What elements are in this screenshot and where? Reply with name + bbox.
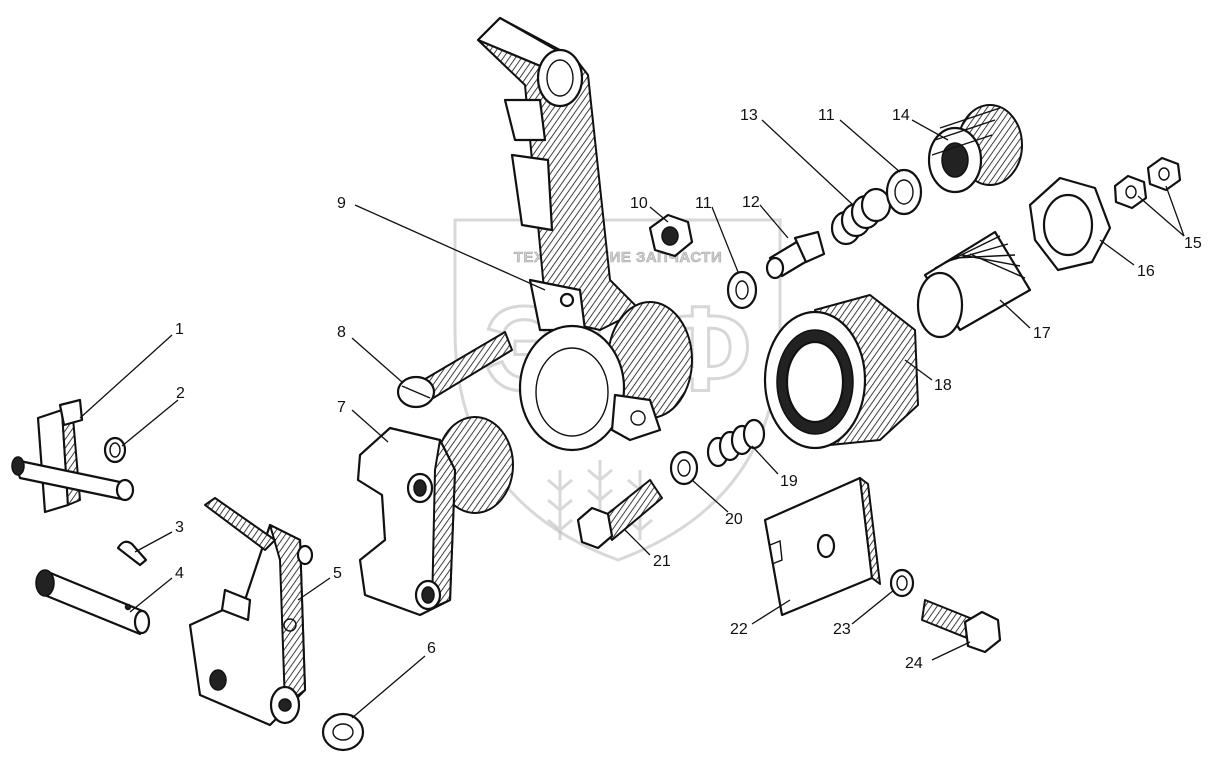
part-13-spring <box>830 187 892 246</box>
part-8-screw <box>396 331 513 409</box>
callout-12: 12 <box>742 194 760 211</box>
callout-24: 24 <box>905 655 923 672</box>
callout-labels: 1 2 3 4 5 6 7 8 9 10 11 11 12 13 14 15 1… <box>175 107 1202 672</box>
part-11-washer-lower <box>726 270 758 310</box>
part-23-spring-washer <box>889 568 915 598</box>
part-3-cotter-pin <box>116 540 148 567</box>
part-24-bolt <box>921 599 1002 654</box>
callout-6: 6 <box>427 640 436 657</box>
callout-22: 22 <box>730 621 748 638</box>
callout-15: 15 <box>1184 235 1202 252</box>
part-19-spring <box>706 418 766 468</box>
part-9-lever <box>476 16 693 452</box>
callout-21: 21 <box>653 553 671 570</box>
part-20-washer <box>669 450 699 486</box>
callout-2: 2 <box>176 385 185 402</box>
callout-16: 16 <box>1137 263 1155 280</box>
callout-18: 18 <box>934 377 952 394</box>
part-4-pin <box>35 569 151 636</box>
part-10-nut <box>648 213 694 258</box>
part-15-nuts <box>1113 156 1182 210</box>
callout-9: 9 <box>337 195 346 212</box>
part-6-washer <box>321 712 365 752</box>
callout-4: 4 <box>175 565 184 582</box>
part-2-ring <box>103 436 127 464</box>
callout-19: 19 <box>780 473 798 490</box>
part-14-threaded-plug <box>927 104 1023 194</box>
part-17-bellows <box>916 230 1032 339</box>
part-18-cap <box>763 294 919 450</box>
part-1-fork <box>11 398 135 514</box>
part-12-pin <box>765 230 826 280</box>
callout-5: 5 <box>333 565 342 582</box>
callout-8: 8 <box>337 324 346 341</box>
callout-23: 23 <box>833 621 851 638</box>
callout-3: 3 <box>175 519 184 536</box>
part-11-washer-upper <box>885 168 923 216</box>
callout-20: 20 <box>725 511 743 528</box>
callout-10: 10 <box>630 195 648 212</box>
callout-14: 14 <box>892 107 910 124</box>
part-21-bolt <box>576 479 663 550</box>
callout-11-upper: 11 <box>818 107 835 124</box>
part-16-hex-nut <box>1028 176 1112 272</box>
leader-lines <box>79 119 1185 719</box>
part-5-bracket <box>188 497 314 727</box>
callout-17: 17 <box>1033 325 1051 342</box>
callout-11-lower: 11 <box>695 195 712 212</box>
callout-1: 1 <box>175 321 184 338</box>
callout-13: 13 <box>740 107 758 124</box>
callout-7: 7 <box>337 399 346 416</box>
part-22-plate <box>763 476 881 617</box>
part-7-housing <box>356 416 514 617</box>
